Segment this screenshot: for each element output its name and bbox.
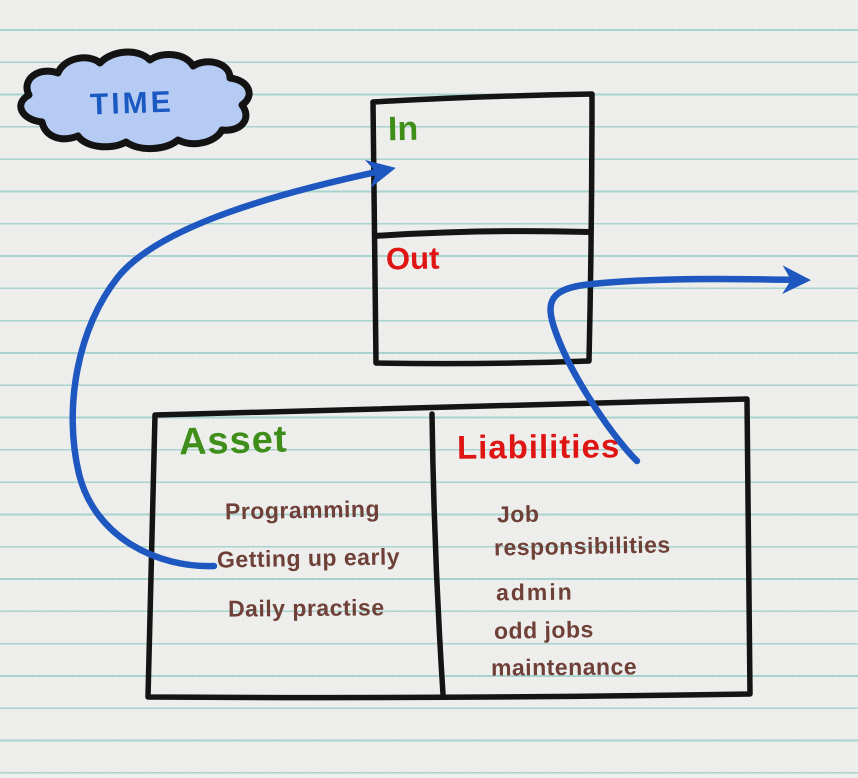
liability-item: admin — [495, 578, 574, 606]
liability-item: responsibilities — [493, 531, 671, 561]
asset-item: Getting up early — [216, 543, 401, 573]
liability-item: maintenance — [490, 653, 638, 681]
in-label: In — [387, 109, 419, 149]
liabilities-title: Liabilities — [456, 427, 621, 466]
time-cloud-shape — [17, 48, 253, 152]
asset-liabilities-divider — [429, 411, 446, 697]
asset-item: Programming — [224, 495, 381, 525]
time-cloud-label: TIME — [89, 85, 175, 122]
in-out-box — [370, 91, 595, 367]
liability-item: odd jobs — [493, 616, 595, 644]
liability-item: Job — [496, 500, 540, 528]
out-label: Out — [385, 240, 440, 277]
asset-liabilities-box — [145, 396, 753, 701]
arrow-getting-up-early-to-in — [69, 159, 396, 570]
asset-item: Daily practise — [227, 594, 385, 622]
arrow-liabilities-out-of-page — [547, 265, 812, 465]
asset-title: Asset — [178, 418, 289, 464]
in-out-divider — [372, 228, 592, 239]
